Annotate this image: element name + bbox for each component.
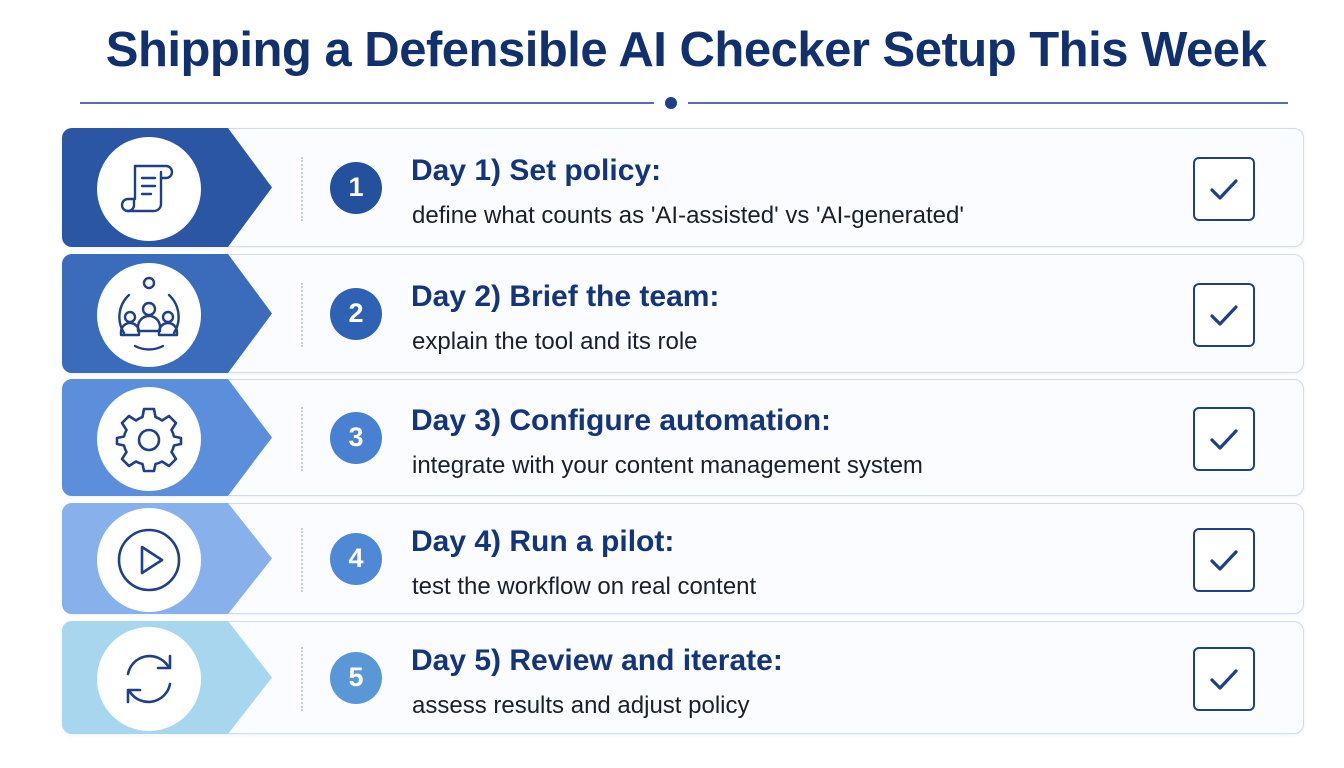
document-scroll-icon bbox=[97, 136, 201, 241]
play-icon bbox=[97, 507, 201, 612]
step-description: define what counts as 'AI-assisted' vs '… bbox=[412, 201, 964, 229]
checkmark-icon bbox=[1210, 304, 1238, 326]
step-checkbox[interactable] bbox=[1193, 406, 1255, 471]
row-separator bbox=[301, 282, 303, 347]
step-number: 1 bbox=[330, 161, 382, 214]
step-title: Day 1) Set policy: bbox=[411, 153, 662, 187]
step-row: 4 Day 4) Run a pilot: test the workflow on… bbox=[61, 502, 1304, 614]
team-icon bbox=[97, 262, 201, 367]
step-row: 5 Day 5) Review and iterate: assess result… bbox=[61, 620, 1304, 734]
step-checkbox[interactable] bbox=[1193, 646, 1255, 711]
row-separator bbox=[301, 527, 303, 592]
step-number: 5 bbox=[330, 651, 382, 704]
step-checkbox[interactable] bbox=[1193, 156, 1255, 221]
step-row: 1 Day 1) Set policy: define what counts as… bbox=[61, 127, 1304, 247]
step-title: Day 3) Configure automation: bbox=[411, 403, 832, 437]
page-title: Shipping a Defensible AI Checker Setup T… bbox=[105, 23, 1267, 77]
step-number: 3 bbox=[330, 411, 382, 464]
step-number: 4 bbox=[330, 532, 382, 585]
row-separator bbox=[301, 156, 303, 221]
step-title: Day 5) Review and iterate: bbox=[411, 643, 783, 677]
step-row: 2 Day 2) Brief the team: explain the tool … bbox=[61, 253, 1304, 373]
step-description: assess results and adjust policy bbox=[412, 691, 750, 719]
row-separator bbox=[301, 646, 303, 711]
title-divider bbox=[80, 97, 1288, 109]
refresh-icon bbox=[97, 626, 201, 731]
step-description: explain the tool and its role bbox=[412, 327, 698, 355]
step-title: Day 4) Run a pilot: bbox=[411, 524, 675, 558]
row-separator bbox=[301, 406, 303, 471]
step-checkbox[interactable] bbox=[1193, 527, 1255, 592]
step-description: integrate with your content management s… bbox=[412, 451, 923, 479]
checkmark-icon bbox=[1210, 668, 1238, 690]
step-row: 3 Day 3) Configure automation: integrate w… bbox=[61, 378, 1304, 496]
checkmark-icon bbox=[1210, 549, 1238, 571]
step-number: 2 bbox=[330, 287, 382, 340]
step-title: Day 2) Brief the team: bbox=[411, 279, 720, 313]
step-description: test the workflow on real content bbox=[412, 572, 757, 600]
step-checkbox[interactable] bbox=[1193, 282, 1255, 347]
gear-icon bbox=[97, 386, 201, 491]
checkmark-icon bbox=[1210, 428, 1238, 450]
checkmark-icon bbox=[1210, 178, 1238, 200]
